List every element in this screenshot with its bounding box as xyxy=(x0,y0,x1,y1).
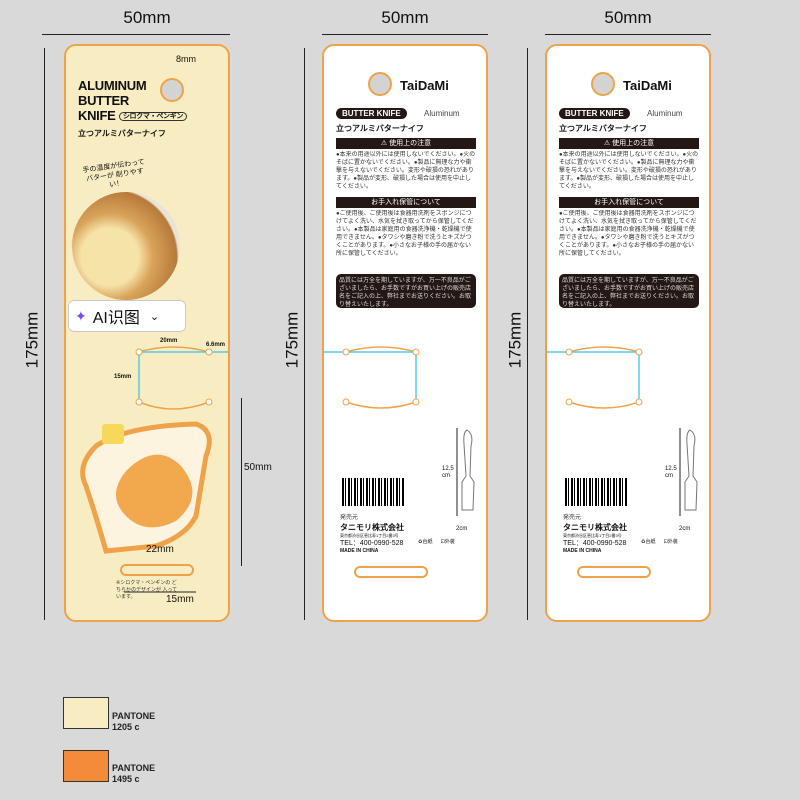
barcode xyxy=(565,478,627,506)
slot-bottom-dim: 15mm xyxy=(166,594,194,605)
seller-label: 発売元 xyxy=(563,515,582,521)
origin: MADE IN CHINA xyxy=(563,548,602,554)
hang-slot xyxy=(577,566,651,578)
height-dim-back-1: 175mm xyxy=(282,311,302,369)
dim-line xyxy=(304,48,305,620)
front-card: 8mm ALUMINUM BUTTER KNIFE シロクマ・ペンギン 立つアル… xyxy=(64,44,230,622)
ai-scan-icon: ✦ xyxy=(75,307,87,324)
material-label: Aluminum xyxy=(424,109,460,118)
dim-line xyxy=(42,34,230,35)
ai-label: AI识图 xyxy=(92,310,140,327)
toast-height-dim: 50mm xyxy=(244,462,272,473)
recycle-paper-icon: ♻台紙 xyxy=(641,539,656,545)
care-header: お手入れ保管について xyxy=(559,197,699,208)
back-subtitle: 立つアルミバターナイフ xyxy=(336,124,424,133)
notice-box: 品質には万全を期していますが、万一不良品がございましたら、お手数ですがお買い上げ… xyxy=(559,274,699,308)
hang-slot xyxy=(120,564,194,576)
width-dim-front: 50mm xyxy=(123,8,171,27)
barcode xyxy=(342,478,404,506)
knife-icon xyxy=(456,428,475,516)
swatch-1495c xyxy=(63,750,109,782)
hang-hole xyxy=(160,78,184,102)
title-line: BUTTER xyxy=(78,93,129,108)
address: 東京都渋谷区恵比寿1丁目2番3号 xyxy=(563,533,622,538)
care-header: お手入れ保管について xyxy=(336,197,476,208)
hang-hole xyxy=(368,72,392,96)
address: 東京都渋谷区恵比寿1丁目2番3号 xyxy=(340,533,399,538)
back-card: TaiDaMi BUTTER KNIFE Aluminum 立つアルミバターナイ… xyxy=(322,44,488,622)
tab-width-dim: 20mm xyxy=(160,338,178,344)
height-dim-back-2: 175mm xyxy=(505,311,525,369)
dim-line xyxy=(44,48,45,620)
dim-line xyxy=(545,34,711,35)
company-name: タニモリ株式会社 xyxy=(340,523,404,532)
design-note: ※シロクマ・ペンギンの どちらかのデザインが 入っています。 xyxy=(116,580,178,600)
recycle-paper-icon: ♻台紙 xyxy=(418,539,433,545)
care-text: ●ご使用後、ご使用後は食器用洗剤をスポンジにつけてよく洗い、水気を拭き取ってから… xyxy=(559,211,697,257)
telephone: TEL：400-0990-528 xyxy=(563,540,627,547)
dieline-diagram xyxy=(324,346,420,409)
knife-length-dim: 12.5 cm xyxy=(442,466,454,479)
knife-length-dim: 12.5 cm xyxy=(665,466,677,479)
brand-logo: TaiDaMi xyxy=(623,78,672,93)
origin: MADE IN CHINA xyxy=(340,548,379,554)
brand-logo: TaiDaMi xyxy=(400,78,449,93)
toast-photo xyxy=(72,192,180,300)
telephone: TEL：400-0990-528 xyxy=(340,540,404,547)
dim-line xyxy=(241,398,242,566)
hang-hole xyxy=(591,72,615,96)
front-subtitle: 立つアルミバターナイフ xyxy=(78,129,166,138)
back-card: TaiDaMi BUTTER KNIFE Aluminum 立つアルミバターナイ… xyxy=(545,44,711,622)
tab-height-dim: 15mm xyxy=(114,374,132,380)
care-text: ●ご使用後、ご使用後は食器用洗剤をスポンジにつけてよく洗い、水気を拭き取ってから… xyxy=(336,211,474,257)
width-dim-back-2: 50mm xyxy=(604,8,652,27)
title-line: KNIFE xyxy=(78,108,116,123)
title-line: ALUMINUM xyxy=(78,78,147,93)
caution-text: ●本来の用途以外には使用しないでください。●火のそばに置かないでください。●製品… xyxy=(336,152,476,190)
caution-header: ⚠ 使用上の注意 xyxy=(559,138,699,149)
slot-width-dim: 22mm xyxy=(146,544,174,555)
width-dim-back-1: 50mm xyxy=(381,8,429,27)
dieline-diagram xyxy=(80,346,228,593)
hang-slot xyxy=(354,566,428,578)
variant-badge: シロクマ・ペンギン xyxy=(118,112,188,122)
recycle-marks: ♻台紙 ⊡外装 xyxy=(641,538,678,545)
seller-label: 発売元 xyxy=(340,515,359,521)
chevron-down-icon: ⌄ xyxy=(149,310,160,323)
knife-width-dim: 2cm xyxy=(456,526,468,532)
dieline-diagram xyxy=(547,346,643,409)
notice-box: 品質には万全を期していますが、万一不良品がございましたら、お手数ですがお買い上げ… xyxy=(336,274,476,308)
back-subtitle: 立つアルミバターナイフ xyxy=(559,124,647,133)
hole-offset-dim: 8mm xyxy=(176,54,196,64)
swatch-1205c xyxy=(63,697,109,729)
knife-icon xyxy=(679,428,698,516)
recycle-plastic-icon: ⊡外装 xyxy=(440,539,455,545)
dim-line xyxy=(322,34,488,35)
company-name: タニモリ株式会社 xyxy=(563,523,627,532)
product-badge: BUTTER KNIFE xyxy=(336,108,407,119)
product-title: ALUMINUM BUTTER KNIFE シロクマ・ペンギン xyxy=(78,78,188,124)
caution-text: ●本来の用途以外には使用しないでください。●火のそばに置かないでください。●製品… xyxy=(559,152,699,190)
tab-side-dim: 6.6mm xyxy=(206,342,226,348)
knife-width-dim: 2cm xyxy=(679,526,691,532)
material-label: Aluminum xyxy=(647,109,683,118)
callout: 手の温度が伝わって バターが 削りやすい！ xyxy=(82,158,146,189)
caution-header: ⚠ 使用上の注意 xyxy=(336,138,476,149)
ai-recognize-button[interactable]: ✦ AI识图 ⌄ xyxy=(68,300,186,332)
dim-line xyxy=(527,48,528,620)
recycle-plastic-icon: ⊡外装 xyxy=(663,539,678,545)
height-dim-front: 175mm xyxy=(22,311,42,369)
product-badge: BUTTER KNIFE xyxy=(559,108,630,119)
recycle-marks: ♻台紙 ⊡外装 xyxy=(418,538,455,545)
